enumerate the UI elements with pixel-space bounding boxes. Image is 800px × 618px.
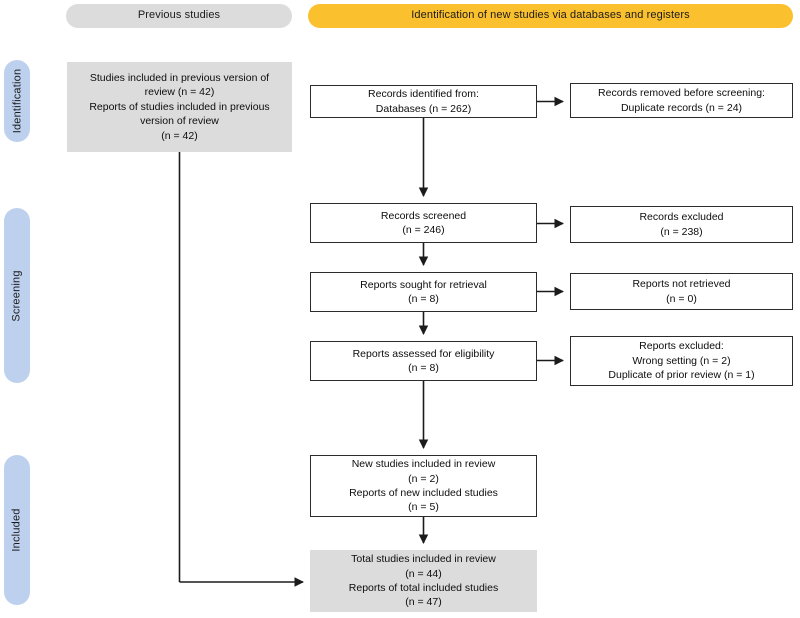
phase-screening-text: Screening	[11, 269, 23, 322]
total-included-line2: (n = 44)	[405, 567, 442, 580]
box-reports-excluded: Reports excluded: Wrong setting (n = 2) …	[570, 336, 793, 386]
total-included-line1: Total studies included in review	[351, 553, 496, 566]
records-excluded-line2: (n = 238)	[660, 225, 703, 238]
reports-excluded-line2: Wrong setting (n = 2)	[632, 354, 731, 367]
box-previous-studies-included: Studies included in previous version of …	[67, 62, 292, 152]
phase-label-screening: Screening	[4, 208, 30, 383]
records-identified-line2: Databases (n = 262)	[375, 102, 472, 115]
records-screened-line1: Records screened	[380, 209, 467, 222]
box-reports-not-retrieved: Reports not retrieved (n = 0)	[570, 273, 793, 310]
previous-studies-line3: Reports of studies included in previous	[89, 100, 270, 113]
box-total-studies-included: Total studies included in review (n = 44…	[310, 550, 537, 612]
reports-not-retrieved-line2: (n = 0)	[666, 292, 697, 305]
phase-identification-text: Identification	[11, 68, 23, 134]
reports-not-retrieved-line1: Reports not retrieved	[632, 278, 731, 291]
reports-excluded-line3: Duplicate of prior review (n = 1)	[608, 369, 755, 382]
new-included-line3: Reports of new included studies	[349, 487, 498, 499]
records-screened-line2: (n = 246)	[402, 224, 445, 236]
reports-assessed-line2: (n = 8)	[408, 362, 439, 374]
phase-label-identification: Identification	[4, 60, 30, 142]
new-included-line2: (n = 2)	[408, 472, 439, 485]
reports-excluded-line1: Reports excluded:	[639, 340, 724, 353]
header-new-studies: Identification of new studies via databa…	[308, 4, 793, 28]
previous-studies-line2: review (n = 42)	[144, 86, 215, 99]
phase-included-text: Included	[11, 508, 24, 552]
phase-label-included: Included	[4, 455, 30, 605]
box-records-identified: Records identified from: Databases (n = …	[310, 85, 537, 118]
new-included-line4: (n = 5)	[408, 501, 439, 514]
reports-assessed-line1: Reports assessed for eligibility	[352, 347, 495, 360]
records-excluded-line1: Records excluded	[639, 211, 724, 224]
box-records-screened: Records screened (n = 246)	[310, 203, 537, 243]
reports-sought-line1: Reports sought for retrieval	[360, 278, 487, 291]
previous-studies-line1: Studies included in previous version of	[89, 71, 270, 84]
total-included-line3: Reports of total included studies	[348, 582, 499, 594]
total-included-line4: (n = 47)	[405, 596, 442, 609]
header-previous-studies: Previous studies	[66, 4, 292, 28]
box-reports-sought-for-retrieval: Reports sought for retrieval (n = 8)	[310, 272, 537, 312]
box-new-studies-included: New studies included in review (n = 2) R…	[310, 455, 537, 517]
records-removed-line2: Duplicate records (n = 24)	[620, 101, 743, 114]
records-identified-line1: Records identified from:	[368, 88, 479, 101]
box-records-removed-before-screening: Records removed before screening: Duplic…	[570, 83, 793, 118]
previous-studies-line5: (n = 42)	[161, 129, 198, 142]
box-reports-assessed-for-eligibility: Reports assessed for eligibility (n = 8)	[310, 341, 537, 381]
records-removed-line1: Records removed before screening:	[598, 87, 765, 100]
reports-sought-line2: (n = 8)	[408, 293, 439, 305]
box-records-excluded: Records excluded (n = 238)	[570, 206, 793, 243]
new-included-line1: New studies included in review	[351, 458, 496, 471]
previous-studies-line4: version of review	[140, 115, 219, 128]
